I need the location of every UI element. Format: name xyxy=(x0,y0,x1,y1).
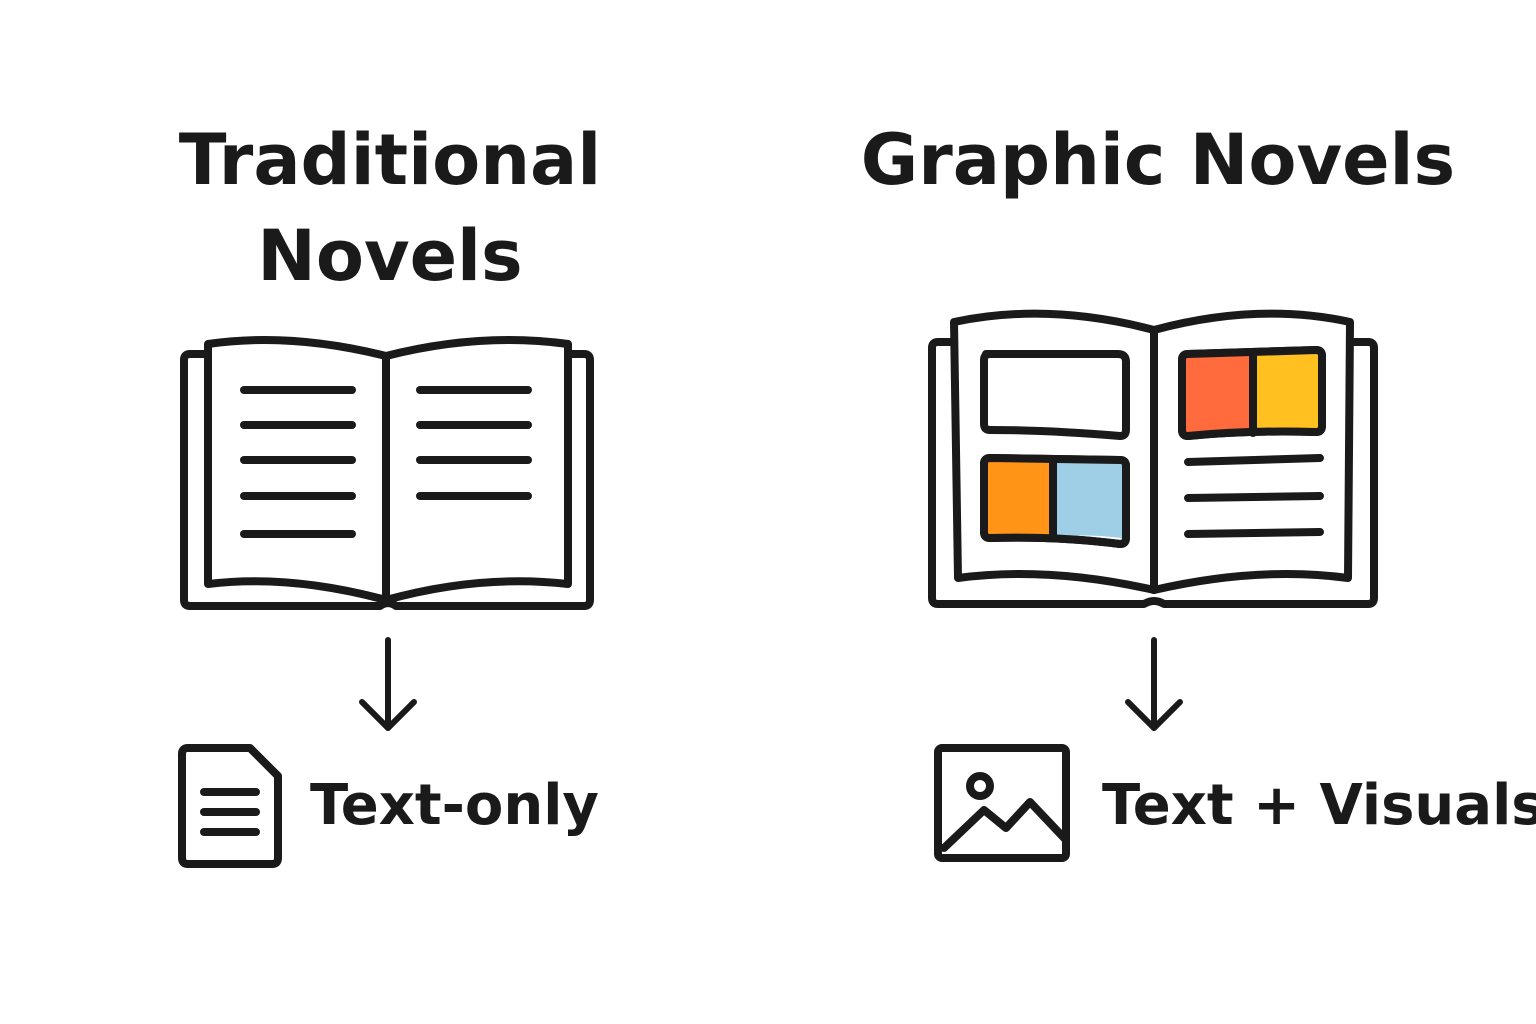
open-book-text-icon xyxy=(180,330,596,615)
open-book-panels-icon xyxy=(928,300,1380,615)
graphic-novels-column: Graphic Novels xyxy=(780,0,1536,1024)
arrow-down-icon xyxy=(356,636,420,736)
image-icon xyxy=(934,744,1074,864)
text-visuals-caption: Text + Visuals xyxy=(1102,773,1536,838)
title-line-2: Novels xyxy=(257,215,523,297)
graphic-novels-title: Graphic Novels xyxy=(860,119,1456,201)
title-line-1: Traditional xyxy=(178,119,602,201)
text-only-caption: Text-only xyxy=(310,773,599,838)
traditional-novels-title: Traditional Novels xyxy=(0,112,780,304)
arrow-down-icon xyxy=(1122,636,1186,736)
document-icon xyxy=(178,744,284,868)
traditional-novels-column: Traditional Novels xyxy=(0,112,780,868)
